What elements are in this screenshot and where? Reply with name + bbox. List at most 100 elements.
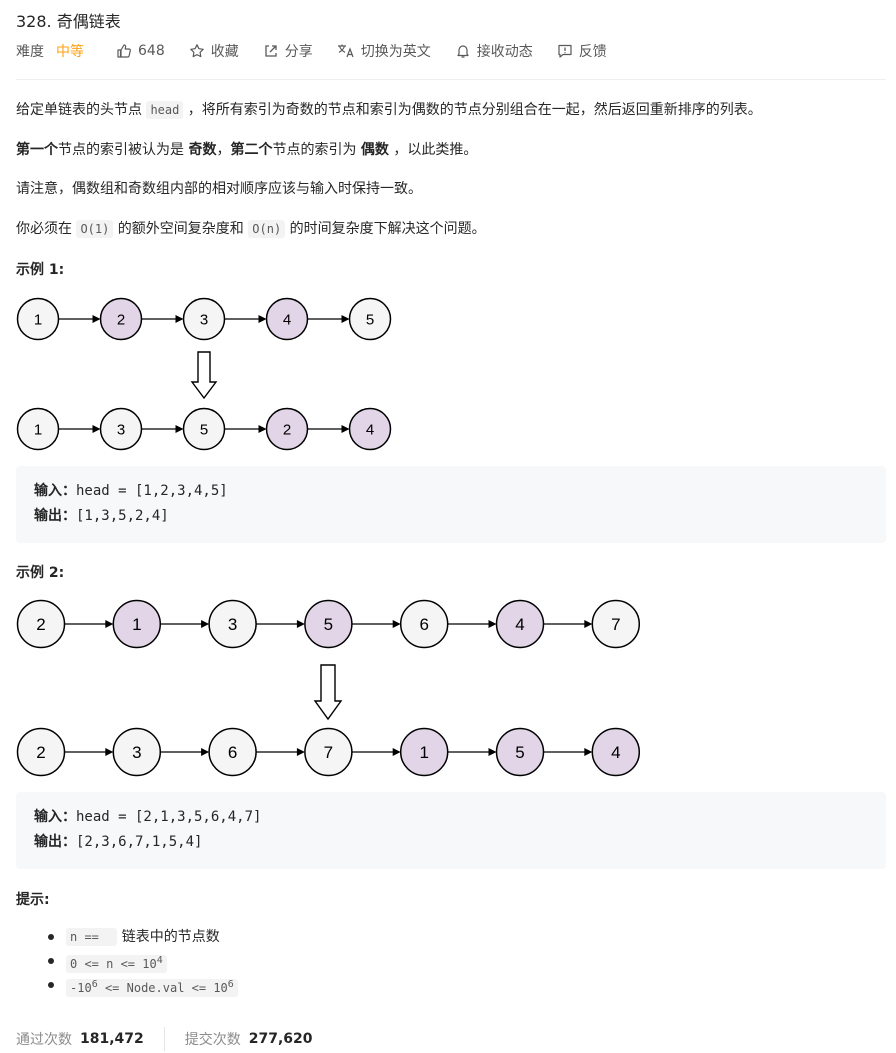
node-label: 2 [283,421,291,438]
example-1-heading: 示例 1: [16,262,65,278]
arrow-head [341,425,350,433]
arrow-head [175,315,184,323]
arrow-head [392,748,401,756]
example-1-io-block: 输入：head = [1,2,3,4,5] 输出：[1,3,5,2,4] [16,466,886,543]
input-label: 输入： [34,483,76,499]
node-label: 4 [515,615,524,634]
description-paragraph-3: 请注意，偶数组和奇数组内部的相对顺序应该与输入时保持一致。 [16,181,422,197]
node-label: 7 [324,743,333,762]
before-node [495,599,545,649]
like-count: 648 [138,43,165,59]
submissions-label: 提交次数 [184,1032,241,1048]
before-node [112,599,162,649]
node-label: 1 [34,311,42,328]
arrow-head [175,425,184,433]
share-icon [265,45,277,57]
output-value: [2,3,6,7,1,5,4] [76,834,203,850]
example-2-io-block: 输入：head = [2,1,3,5,6,4,7] 输出：[2,3,6,7,1,… [16,792,886,869]
output-label: 输出： [34,508,76,524]
arrow-head [584,620,593,628]
arrow-head [258,315,267,323]
difficulty-badge: 中等 [56,44,84,60]
node-label: 5 [515,743,524,762]
node-label: 6 [228,743,237,762]
before-node [16,297,60,341]
input-value: head = [1,2,3,4,5] [76,483,228,499]
before-node [399,599,449,649]
favorite-button[interactable]: 收藏 [189,41,239,61]
transform-arrow [313,664,343,721]
difficulty-label: 难度 [16,44,44,60]
before-node [265,297,309,341]
node-label: 1 [132,615,141,634]
node-label: 2 [117,311,125,328]
problem-meta-bar: 难度 中等 648 收藏 分享 切换为英文 接收动态 反馈 [16,41,631,61]
arrow-head [392,620,401,628]
arrow-head [341,315,350,323]
node-label: 5 [366,311,374,328]
after-node [182,407,226,451]
node-label: 3 [117,421,125,438]
arrow-head [201,748,210,756]
arrow-head [105,748,114,756]
share-button[interactable]: 分享 [263,41,313,61]
subscribe-button[interactable]: 接收动态 [455,41,533,61]
after-node [16,407,60,451]
output-label: 输出： [34,834,76,850]
inline-code-head: head [146,101,184,119]
input-value: head = [2,1,3,5,6,4,7] [76,809,262,825]
after-node [16,727,66,777]
list-item: -106 <= Node.val <= 106 [48,975,238,999]
arrow-head [92,425,101,433]
after-node [208,727,257,777]
header-divider [16,79,886,80]
arrow-head [92,315,101,323]
arrow-head [488,748,497,756]
inline-code-space: O(1) [76,220,114,238]
arrow-head [296,748,305,756]
arrow-head [584,748,593,756]
node-label: 5 [200,421,208,438]
before-node [99,297,143,341]
before-node [348,297,392,341]
list-item: 0 <= n <= 104 [48,951,238,975]
description-paragraph-2: 第一个节点的索引被认为是 奇数，第二个节点的索引为 偶数 ，以此类推。 [16,142,478,158]
after-node [99,407,143,451]
feedback-icon [558,44,572,58]
like-button[interactable]: 648 [116,43,165,59]
arrow-head [258,425,267,433]
after-node [304,727,353,777]
node-label: 6 [419,615,428,634]
star-icon [189,44,204,58]
accepted-label: 通过次数 [16,1032,72,1048]
before-node [591,599,641,649]
example-2-heading: 示例 2: [16,565,65,581]
after-node [495,727,545,777]
input-label: 输入： [34,809,76,825]
output-value: [1,3,5,2,4] [76,508,169,524]
node-label: 7 [611,615,620,634]
node-label: 4 [611,743,620,762]
description-paragraph-4: 你必须在 O(1) 的额外空间复杂度和 O(n) 的时间复杂度下解决这个问题。 [16,220,486,238]
before-node [304,599,353,649]
node-label: 3 [228,615,237,634]
submission-stats: 通过次数 181,472 提交次数 277,620 [16,1027,313,1051]
switch-language-button[interactable]: 切换为英文 [337,41,431,61]
share-label: 分享 [284,44,313,60]
bell-icon [457,45,469,58]
node-label: 4 [366,421,374,438]
node-label: 5 [324,615,333,634]
thumbs-up-icon [117,44,131,58]
stats-divider [163,1027,165,1051]
arrow-head [296,620,305,628]
before-node [208,599,257,649]
arrow-head [201,620,210,628]
node-label: 1 [419,743,428,762]
hints-heading: 提示: [16,892,50,908]
subscribe-label: 接收动态 [476,44,533,60]
feedback-button[interactable]: 反馈 [557,41,607,61]
after-node [112,727,162,777]
after-node [591,727,641,777]
